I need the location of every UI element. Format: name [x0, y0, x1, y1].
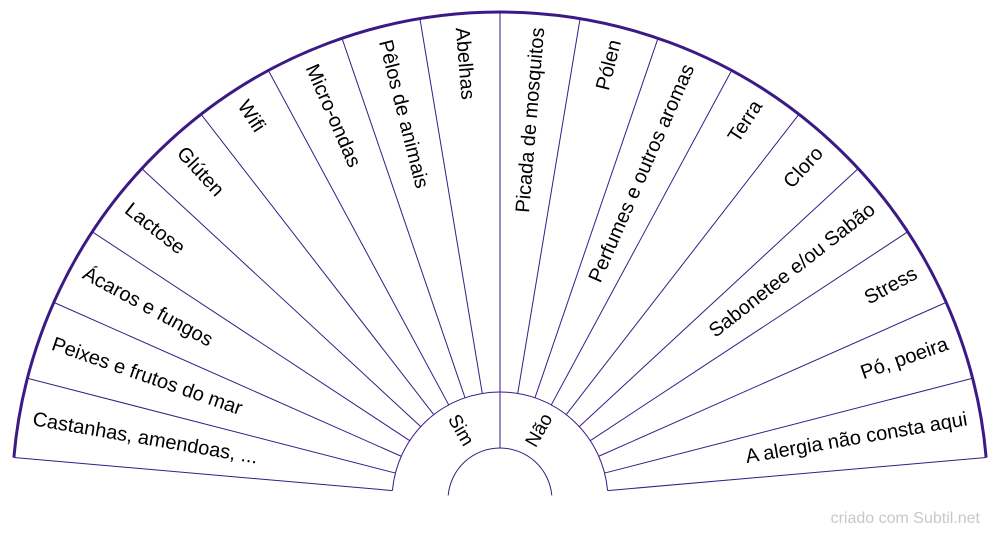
segment-label: Sabonetee e/ou Sabão — [705, 199, 880, 342]
segment-dividers — [13, 12, 987, 492]
yes-label: Sim — [443, 411, 478, 450]
segment-divider — [589, 231, 908, 442]
segment-divider — [267, 70, 450, 406]
segment-divider — [607, 456, 987, 492]
segment-divider — [419, 18, 483, 394]
segment-divider — [598, 301, 947, 457]
segment-divider — [604, 377, 973, 474]
segment-label: Lactose — [120, 199, 189, 260]
credit-text: criado com Subtil.net — [830, 510, 980, 527]
segment-label: Picada de mosquitos — [512, 27, 549, 214]
segment-label: Pêlos de animais — [374, 38, 433, 191]
segment-label: Ácaros e fungos — [79, 262, 217, 351]
segment-divider — [578, 168, 859, 428]
segment-divider — [92, 231, 411, 442]
segment-label: Castanhas, amendoas, ... — [31, 408, 259, 468]
segment-label: Cloro — [779, 143, 828, 193]
segment-label: Glúten — [172, 143, 228, 201]
segment-divider — [141, 168, 422, 428]
segment-divider — [534, 38, 659, 398]
segment-divider — [565, 113, 800, 415]
segment-label: Terra — [724, 96, 768, 147]
hub-arc — [447, 447, 553, 496]
segment-label: Peixes e frutos do mar — [49, 333, 246, 420]
segment-label: A alergia não consta aqui — [744, 408, 969, 468]
segment-divider — [200, 113, 435, 415]
segment-divider — [341, 38, 466, 398]
segment-divider — [13, 456, 393, 492]
no-label: Não — [522, 410, 558, 451]
segment-divider — [53, 301, 402, 457]
segment-divider — [517, 18, 581, 394]
segment-label: Pólen — [592, 38, 626, 93]
segment-divider — [550, 70, 733, 406]
segment-label: Pó, poeira — [858, 333, 952, 384]
segment-label: Abelhas — [451, 27, 479, 101]
segment-label: Perfumes e outros aromas — [585, 61, 700, 286]
segment-divider — [27, 377, 396, 474]
segment-label: Wifi — [233, 96, 270, 136]
segment-label: Stress — [861, 263, 921, 309]
